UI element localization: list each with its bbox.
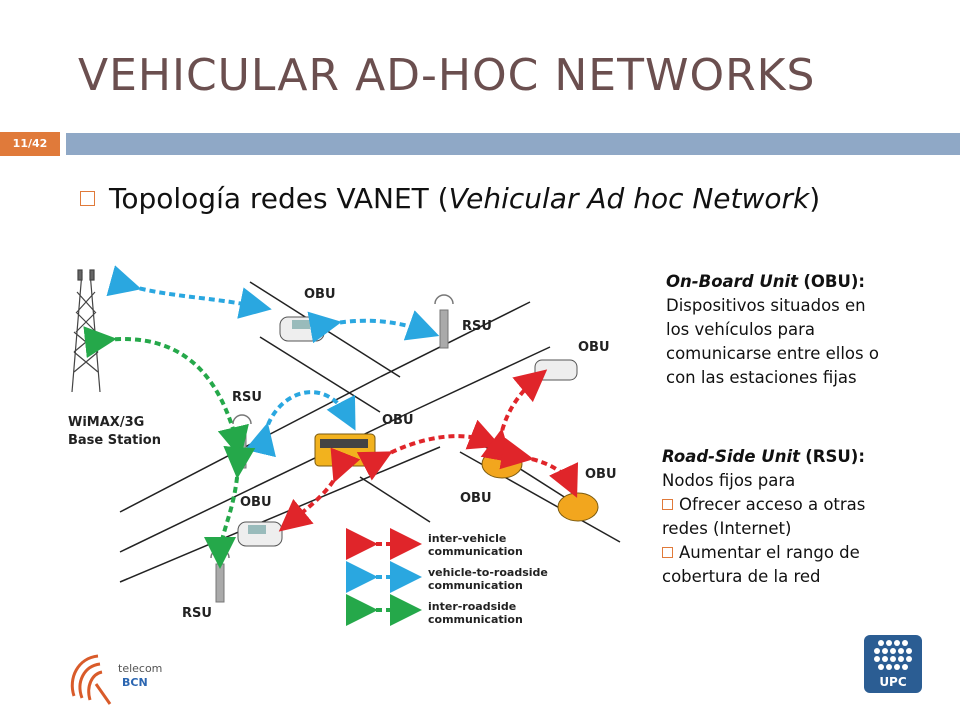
obu-label-5: OBU <box>460 491 492 506</box>
legend-vehicle-to-roadside: vehicle-to-roadside communication <box>428 566 548 592</box>
v2r-arrow-3 <box>244 390 356 458</box>
telecom-swirl-icon <box>70 654 112 705</box>
r2r-arrow-2 <box>204 445 256 569</box>
legend-inter-vehicle: inter-vehicle communication <box>428 532 523 558</box>
base-station-label: WiMAX/3G Base Station <box>68 415 161 448</box>
v2v-arrow-1 <box>356 419 502 481</box>
taxi-icon-2 <box>557 492 599 522</box>
rsu-antenna-icon-top <box>434 294 454 349</box>
obu-label-1: OBU <box>304 287 336 302</box>
obu-label-3: OBU <box>382 413 414 428</box>
police-car-icon-bottom <box>237 521 283 547</box>
r2r-arrow-1 <box>83 326 249 459</box>
rsu-label-3: RSU <box>182 606 212 621</box>
legend-inter-roadside: inter-roadside communication <box>428 600 523 626</box>
rsu-description: Road-Side Unit (RSU): Nodos fijos para O… <box>662 447 866 586</box>
vanet-topology-diagram <box>71 265 621 626</box>
v2v-arrow-3 <box>499 437 579 498</box>
v2v-arrow-4 <box>278 447 361 532</box>
rsu-label-1: RSU <box>462 319 492 334</box>
upc-logo: UPC <box>864 635 922 693</box>
road-lines <box>119 281 621 583</box>
car-icon-right-top <box>534 359 578 381</box>
rsu-label-2: RSU <box>232 390 262 405</box>
checkbox-bullet-icon <box>662 547 673 558</box>
slide-title: VEHICULAR AD-HOC NETWORKS <box>78 50 816 101</box>
bullet-topology: Topología redes VANET (Vehicular Ad hoc … <box>80 182 820 215</box>
v2r-arrow-2 <box>307 310 440 344</box>
telecom-bcn-logo: telecom BCN <box>66 648 176 708</box>
police-car-icon-top <box>279 316 325 342</box>
base-station-tower-icon <box>71 269 101 393</box>
legend-swatches <box>346 528 422 626</box>
page-number-badge: 11/42 <box>0 132 60 156</box>
upc-dots-icon <box>874 640 912 670</box>
obu-label-2: OBU <box>578 340 610 355</box>
bullet-square-icon <box>80 190 95 206</box>
v2r-arrow-1 <box>106 265 272 319</box>
obu-label-4: OBU <box>585 467 617 482</box>
obu-description: On-Board Unit (OBU): Dispositivos situad… <box>666 272 879 387</box>
title-rule <box>66 133 960 155</box>
school-bus-icon <box>314 433 376 467</box>
v2v-arrow-2 <box>480 369 548 463</box>
obu-label-6: OBU <box>240 495 272 510</box>
taxi-icon-1 <box>481 449 523 479</box>
checkbox-bullet-icon <box>662 499 673 510</box>
